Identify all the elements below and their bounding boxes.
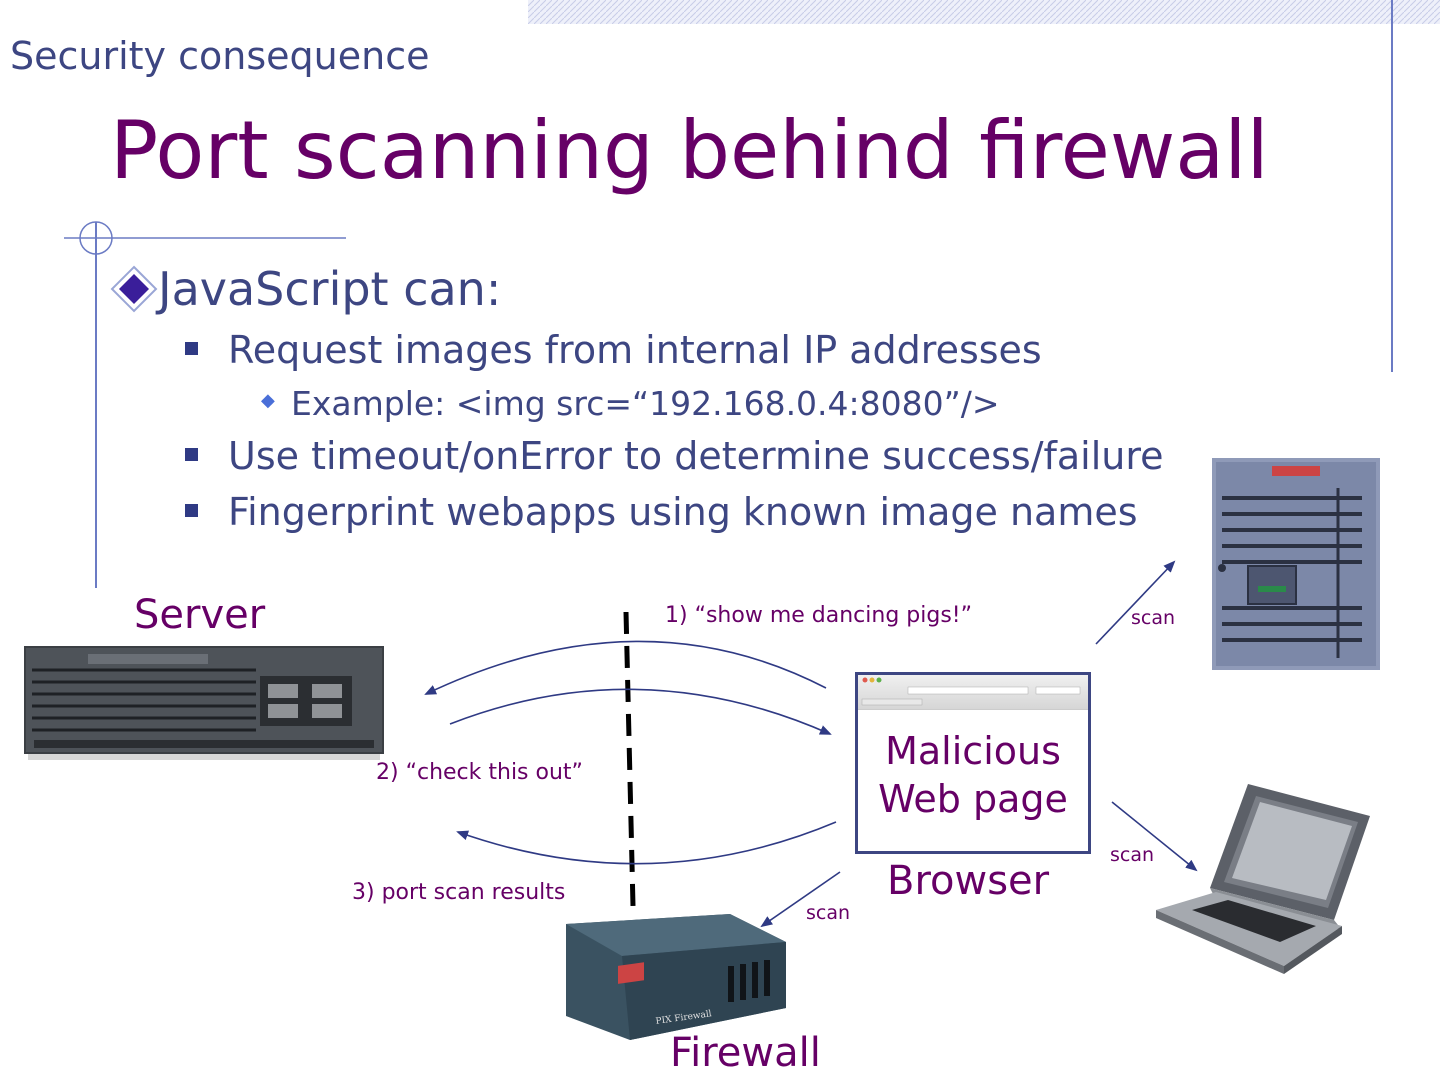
arrow-step3 [456, 821, 837, 865]
bullet-level1: JavaScript can: [110, 262, 501, 316]
malicious-page-text: Malicious Web page [858, 727, 1088, 823]
scan-label-laptop: scan [1110, 844, 1155, 866]
scan-label-tower: scan [1131, 607, 1176, 629]
sub-sub-bullet-text: Example: <img src=“192.168.0.4:8080”/> [291, 384, 1000, 423]
slide-title: Port scanning behind firewall [110, 104, 1269, 197]
arrow-scan-firewall [760, 871, 841, 928]
firewall-boundary-line [623, 611, 636, 907]
sub-bullet-3-text: Fingerprint webapps using known image na… [228, 490, 1138, 534]
sub-bullet-3: Fingerprint webapps using known image na… [185, 490, 1138, 534]
scan-label-firewall: scan [806, 902, 851, 924]
browser-toolbar [858, 675, 1088, 710]
browser-window: Malicious Web page [855, 672, 1091, 854]
firewall-appliance-icon: PIX Firewall [566, 914, 786, 1040]
square-bullet-icon [185, 504, 198, 517]
browser-controls-icon [861, 677, 1081, 706]
laptop-icon [1156, 784, 1370, 974]
square-bullet-icon [185, 342, 198, 355]
diamond-bullet-icon [110, 265, 158, 313]
arrow-scan-laptop [1111, 801, 1198, 872]
header-stripe [528, 0, 1440, 24]
malicious-line: Malicious [885, 729, 1061, 773]
section-eyebrow: Security consequence [10, 34, 430, 78]
step3-label: 3) port scan results [352, 880, 566, 905]
arrow-step1 [424, 640, 827, 695]
bullet-level1-text: JavaScript can: [158, 262, 502, 316]
step1-label: 1) “show me dancing pigs!” [665, 603, 973, 628]
arrow-step2 [449, 688, 832, 735]
square-bullet-icon [185, 448, 198, 461]
sub-bullet-1-text: Request images from internal IP addresse… [228, 328, 1042, 372]
server-rack-icon [24, 646, 384, 760]
step2-label: 2) “check this out” [376, 760, 583, 785]
slide-decoration [64, 0, 1393, 588]
browser-label: Browser [887, 858, 1050, 904]
sub-bullet-1: Request images from internal IP addresse… [185, 328, 1042, 372]
small-diamond-icon: ◆ [261, 390, 275, 411]
arrow-scan-tower [1095, 560, 1176, 645]
server-label: Server [134, 592, 266, 638]
firewall-label: Firewall [670, 1030, 821, 1076]
web-page-line: Web page [878, 777, 1068, 821]
sub-bullet-2: Use timeout/onError to determine success… [185, 434, 1164, 478]
internal-server-tower-icon [1212, 458, 1380, 670]
sub-bullet-2-text: Use timeout/onError to determine success… [228, 434, 1164, 478]
sub-sub-bullet: ◆ Example: <img src=“192.168.0.4:8080”/> [261, 384, 1000, 423]
